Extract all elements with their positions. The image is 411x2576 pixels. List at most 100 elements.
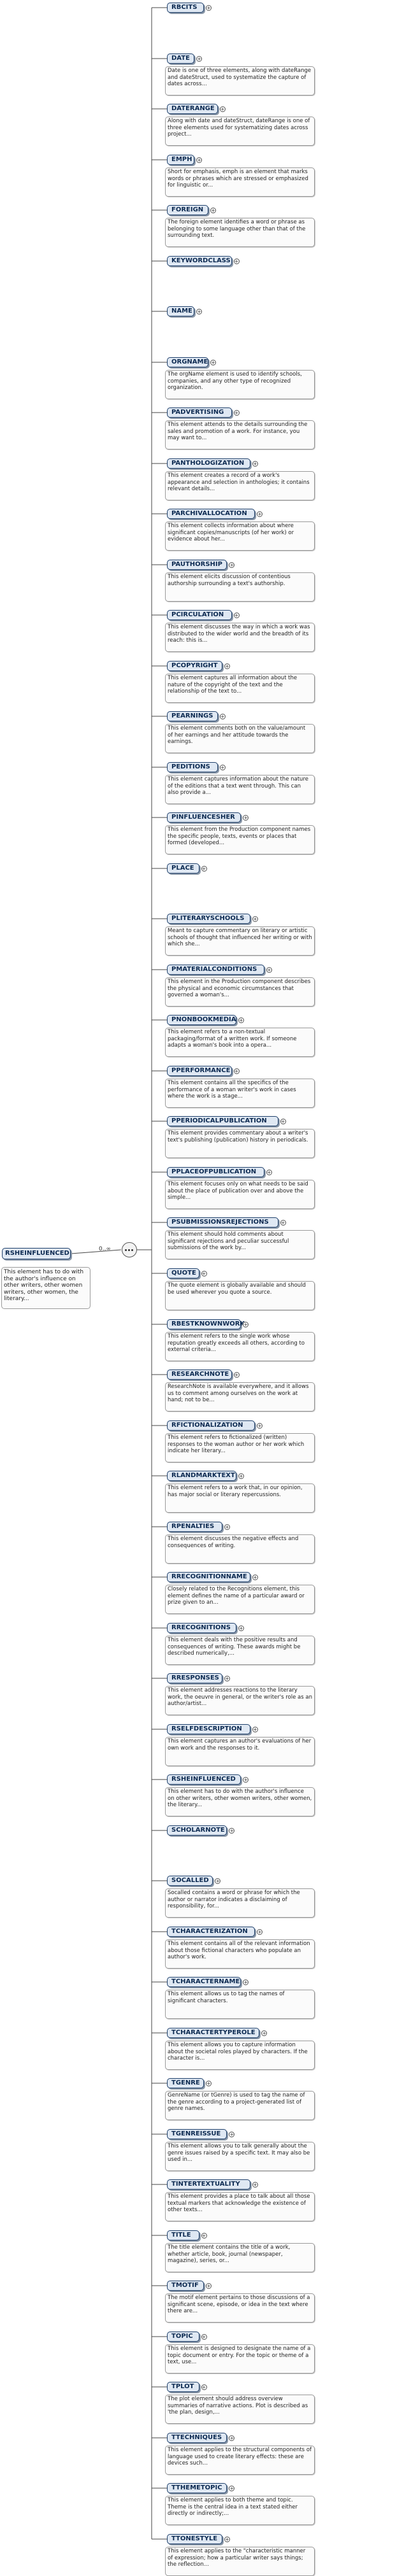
element-node-tmotif[interactable]: TMOTIF [167,2281,204,2291]
element-node-rbestknownwork[interactable]: RBESTKNOWNWORK [167,1319,245,1329]
element-node-rbcits[interactable]: RBCITS [167,3,204,13]
element-node-parchivallocation[interactable]: PARCHIVALLOCATION [167,509,256,519]
element-node-tintertextuality[interactable]: TINTERTEXTUALITY [167,2179,250,2190]
expand-icon[interactable]: + [252,2182,258,2188]
expand-icon[interactable]: + [196,157,203,163]
element-node-keywordclass[interactable]: KEYWORDCLASS [167,256,232,266]
expand-icon[interactable]: + [210,360,217,365]
expand-icon[interactable]: + [229,562,235,568]
element-node-orgname[interactable]: ORGNAME [167,357,209,367]
element-node-psubmissionsrejections[interactable]: PSUBMISSIONSREJECTIONS [167,1217,278,1228]
expand-icon[interactable]: + [215,1878,221,1884]
expand-icon[interactable]: + [219,106,226,112]
element-node-rresponses[interactable]: RRESPONSES [167,1673,222,1683]
expand-icon[interactable]: + [201,1271,207,1277]
element-node-name[interactable]: NAME [167,306,195,316]
element-node-pperformance[interactable]: PPERFORMANCE [167,1066,232,1076]
element-node-pmaterialconditions[interactable]: PMATERIALCONDITIONS [167,965,264,975]
element-node-researchnote[interactable]: RESEARCHNOTE [167,1369,232,1380]
expand-icon[interactable]: + [280,1119,286,1124]
element-node-tgenre[interactable]: TGENRE [167,2078,204,2088]
element-node-pcopyright[interactable]: PCOPYRIGHT [167,661,222,671]
expand-icon[interactable]: + [224,1676,230,1681]
element-node-rrecognitions[interactable]: RRECOGNITIONS [167,1623,236,1633]
expand-icon[interactable]: + [205,2283,212,2289]
element-node-rselfdescription[interactable]: RSELFDESCRIPTION [167,1724,250,1734]
expand-icon[interactable]: + [233,1068,240,1074]
element-node-rrecognitionname[interactable]: RRECOGNITIONNAME [167,1572,250,1582]
element-node-tthemetopic[interactable]: TTHEMETOPIC [167,2483,227,2493]
expand-icon[interactable]: + [229,2435,235,2441]
expand-icon[interactable]: + [243,1979,249,1985]
expand-icon[interactable]: + [261,2030,268,2036]
expand-icon[interactable]: + [201,2384,207,2390]
element-node-pperiodicalpublication[interactable]: PPERIODICALPUBLICATION [167,1116,278,1126]
expand-icon[interactable]: + [238,1017,244,1023]
root-element-node[interactable]: RSHEINFLUENCED [2,1248,71,1259]
expand-icon[interactable]: + [229,1828,235,1834]
expand-icon[interactable]: + [233,258,240,264]
expand-icon[interactable]: + [280,1220,286,1226]
element-node-padvertising[interactable]: PADVERTISING [167,407,232,418]
expand-icon[interactable]: + [243,815,249,821]
element-node-scholarnote[interactable]: SCHOLARNOTE [167,1825,227,1836]
expand-icon[interactable]: + [252,1727,258,1732]
element-node-pplaceofpublication[interactable]: PPLACEOFPUBLICATION [167,1167,264,1177]
element-node-rfictionalization[interactable]: RFICTIONALIZATION [167,1420,256,1431]
element-node-tcharacterization[interactable]: TCHARACTERIZATION [167,1927,256,1937]
element-node-panthologization[interactable]: PANTHOLOGIZATION [167,458,250,469]
expand-icon[interactable]: + [224,1524,230,1530]
element-node-tcharactertyperole[interactable]: TCHARACTERTYPEROLE [167,2028,260,2038]
expand-icon[interactable]: + [257,511,263,517]
expand-icon[interactable]: + [257,1423,263,1429]
element-node-rsheinfluenced[interactable]: RSHEINFLUENCED [167,1774,242,1785]
expand-icon[interactable]: + [201,2334,207,2340]
expand-icon[interactable]: + [229,2486,235,2491]
element-node-ttechniques[interactable]: TTECHNIQUES [167,2433,227,2443]
expand-icon[interactable]: + [201,866,207,872]
element-node-rlandmarktext[interactable]: RLANDMARKTEXT [167,1471,236,1481]
expand-icon[interactable]: + [205,2081,212,2086]
element-node-pliteraryschools[interactable]: PLITERARYSCHOOLS [167,914,250,924]
element-node-topic[interactable]: TOPIC [167,2332,199,2342]
expand-icon[interactable]: + [266,1170,272,1175]
expand-icon[interactable]: + [219,714,226,719]
expand-icon[interactable]: + [233,1372,240,1378]
element-node-title[interactable]: TITLE [167,2230,199,2240]
element-node-pinfluencesher[interactable]: PINFLUENCESHER [167,812,242,823]
element-node-tcharactername[interactable]: TCHARACTERNAME [167,1977,242,1987]
element-node-pearnings[interactable]: PEARNINGS [167,711,218,721]
element-node-emph[interactable]: EMPH [167,155,195,165]
expand-icon[interactable]: + [224,663,230,669]
expand-icon[interactable]: + [243,1777,249,1783]
expand-icon[interactable]: + [229,2132,235,2137]
expand-icon[interactable]: + [252,461,258,467]
element-node-ttonestyle[interactable]: TTONESTYLE [167,2534,222,2544]
element-node-foreign[interactable]: FOREIGN [167,205,209,215]
sequence-compositor-icon[interactable] [122,1242,137,1257]
element-node-tplot[interactable]: TPLOT [167,2382,199,2392]
element-node-quote[interactable]: QUOTE [167,1268,199,1278]
element-node-daterange[interactable]: DATERANGE [167,104,218,114]
element-node-date[interactable]: DATE [167,53,195,64]
element-node-socalled[interactable]: SOCALLED [167,1876,213,1886]
expand-icon[interactable]: + [205,5,212,11]
element-node-place[interactable]: PLACE [167,863,199,874]
expand-icon[interactable]: + [257,1929,263,1935]
expand-icon[interactable]: + [196,56,203,62]
expand-icon[interactable]: + [196,309,203,315]
expand-icon[interactable]: + [238,1625,244,1631]
element-node-pnonbookmedia[interactable]: PNONBOOKMEDIA [167,1015,236,1025]
expand-icon[interactable]: + [266,967,272,973]
expand-icon[interactable]: + [201,2233,207,2239]
expand-icon[interactable]: + [252,916,258,922]
expand-icon[interactable]: + [252,1575,258,1580]
expand-icon[interactable]: + [243,1322,249,1327]
expand-icon[interactable]: + [233,410,240,416]
element-node-rpenalties[interactable]: RPENALTIES [167,1522,222,1532]
expand-icon[interactable]: + [238,1473,244,1479]
element-node-pcirculation[interactable]: PCIRCULATION [167,610,232,620]
element-node-tgenreissue[interactable]: TGENREISSUE [167,2129,227,2139]
expand-icon[interactable]: + [210,208,217,213]
expand-icon[interactable]: + [219,765,226,770]
